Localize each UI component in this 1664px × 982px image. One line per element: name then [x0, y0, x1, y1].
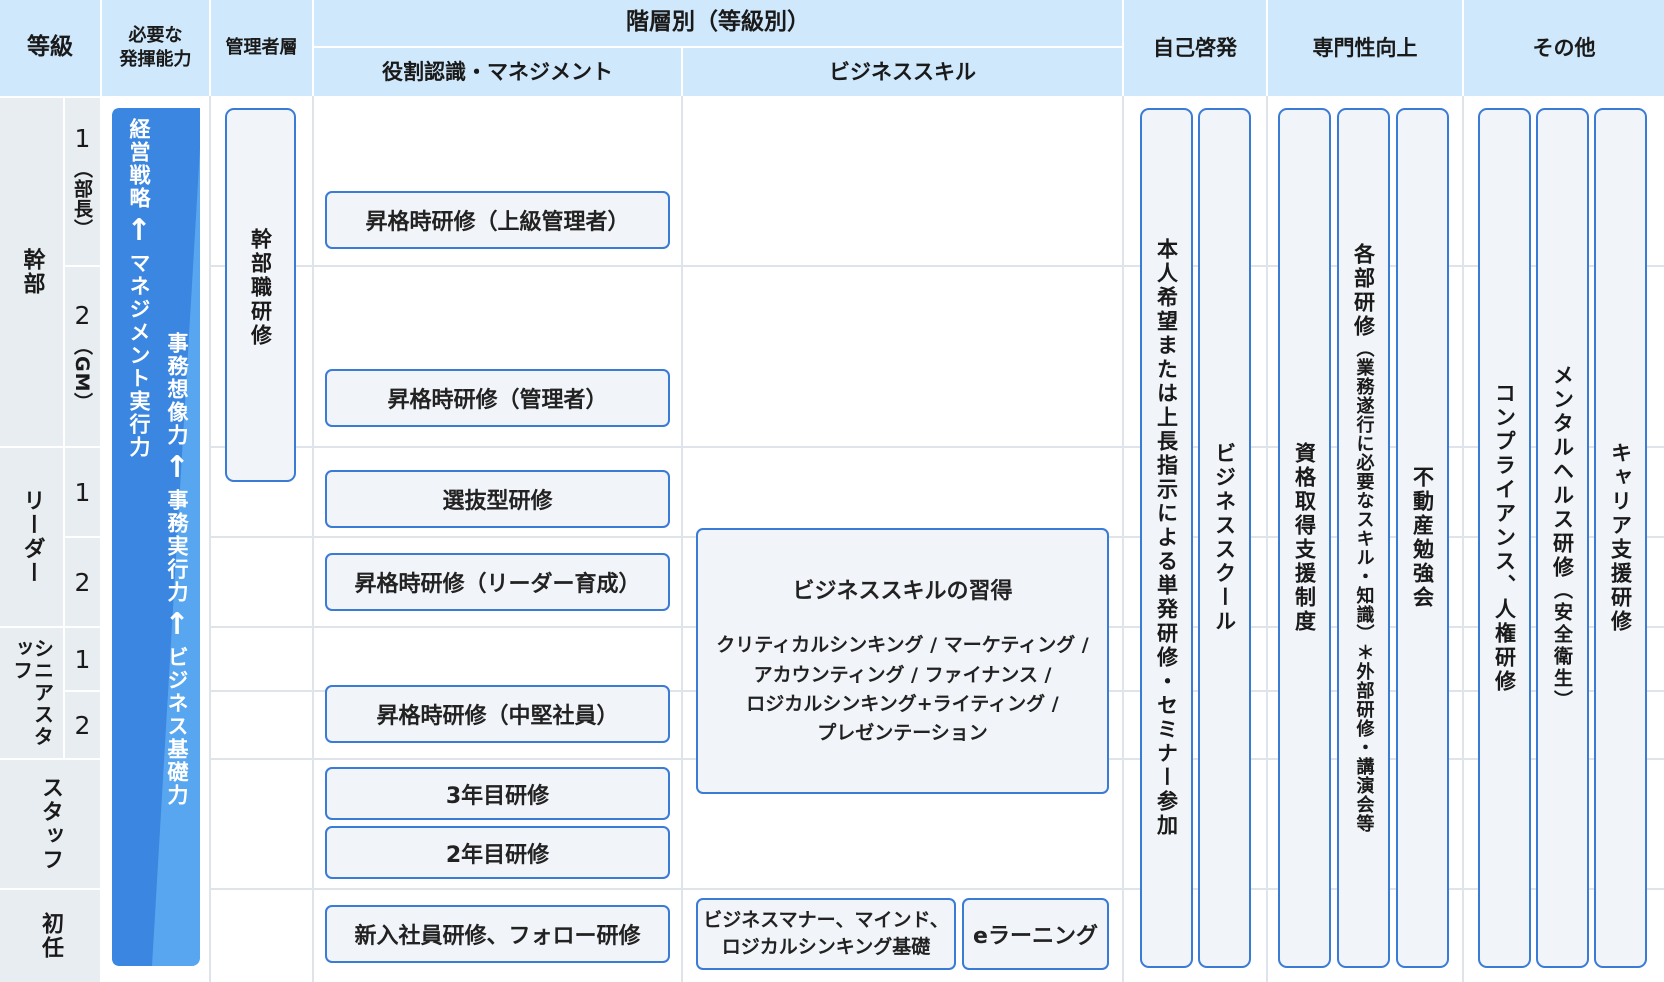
grade-kanbu-2: 2 （GM） — [65, 267, 100, 446]
bizskill-line-3: ロジカルシンキング+ライティング / — [746, 693, 1059, 715]
arrow-up-icon: ↑ — [164, 450, 190, 485]
ability-management: マネジメント実行力 — [127, 252, 151, 459]
header-specialty: 専門性向上 — [1268, 0, 1462, 96]
grade-kanbu: 幹部 — [0, 98, 63, 446]
training-year3: 3年目研修 — [325, 767, 670, 820]
other-compliance-box: コンプライアンス、人権研修 — [1478, 108, 1531, 968]
header-mgmt-layer: 管理者層 — [211, 0, 312, 96]
header-other: その他 — [1464, 0, 1664, 96]
specialty-qualification-box: 資格取得支援制度 — [1278, 108, 1331, 968]
grade-leader-2: 2 — [65, 538, 100, 626]
grade-leader-1: 1 — [65, 448, 100, 536]
grade-leader: リーダー — [0, 448, 63, 626]
grade-kanbu-1: 1 （部長） — [65, 98, 100, 265]
selfdev-bizschool-box: ビジネススクール — [1198, 108, 1251, 968]
training-newhire: 新入社員研修、フォロー研修 — [325, 905, 670, 963]
header-role: 役割認識・マネジメント — [314, 48, 681, 96]
ability-execution: 事務実行力 — [165, 489, 189, 604]
mental-health-title: メンタルヘルス研修 — [1550, 364, 1575, 580]
grade-senior-2: 2 — [65, 692, 100, 758]
header-selfdev: 自己啓発 — [1124, 0, 1266, 96]
specialty-dept-training-box: 各部研修 （業務遂行に必要なスキル・知識）＊外部研修・講演会等 — [1337, 108, 1390, 968]
dept-training-sub: （業務遂行に必要なスキル・知識）＊外部研修・講演会等 — [1353, 339, 1375, 833]
bizskill-line-1: クリティカルシンキング / マーケティング / — [716, 634, 1089, 657]
ability-bar — [112, 108, 200, 966]
header-bizskill: ビジネススキル — [683, 48, 1122, 96]
ability-basic: ビジネス基礎力 — [165, 646, 189, 807]
ability-strategy: 経営戦略 — [127, 118, 151, 210]
bizmanner-line-1: ビジネスマナー、マインド、 — [703, 909, 949, 932]
other-career-box: キャリア支援研修 — [1594, 108, 1647, 968]
training-year2: 2年目研修 — [325, 826, 670, 879]
bizmanner-line-2: ロジカルシンキング基礎 — [721, 936, 931, 958]
training-selective: 選抜型研修 — [325, 470, 670, 528]
bizskill-line-4: プレゼンテーション — [817, 722, 988, 745]
training-senior-manager: 昇格時研修（上級管理者） — [325, 191, 670, 249]
mental-health-sub: （安全衛生） — [1551, 580, 1573, 712]
training-leader: 昇格時研修（リーダー育成） — [325, 553, 670, 611]
training-mid: 昇格時研修（中堅社員） — [325, 685, 670, 743]
selfdev-seminar-box: 本人希望または上長指示による単発研修・セミナー参加 — [1140, 108, 1193, 968]
header-grade: 等級 — [0, 0, 100, 96]
arrow-up-icon: ↑ — [126, 213, 152, 248]
grade-senior-1: 1 — [65, 628, 100, 690]
mgmt-training-box: 幹部職研修 — [225, 108, 296, 482]
elearning-box: eラーニング — [962, 898, 1109, 970]
arrow-up-icon: ↑ — [164, 607, 190, 642]
ability-col1: 経営戦略 ↑ マネジメント実行力 — [120, 118, 158, 558]
grade-senior: シニアスタッフ — [0, 628, 63, 758]
bizmanner-box: ビジネスマナー、マインド、 ロジカルシンキング基礎 — [696, 898, 956, 970]
bizskill-box: ビジネススキルの習得 クリティカルシンキング / マーケティング / アカウンテ… — [696, 528, 1109, 794]
header-ability: 必要な 発揮能力 — [102, 0, 209, 96]
bizskill-title: ビジネススキルの習得 — [792, 579, 1013, 605]
ability-col2: 事務想像力 ↑ 事務実行力 ↑ ビジネス基礎力 — [158, 332, 196, 952]
specialty-realestate-box: 不動産勉強会 — [1396, 108, 1449, 968]
header-hierarchy: 階層別（等級別） — [314, 0, 1122, 46]
other-mental-health-box: メンタルヘルス研修 （安全衛生） — [1536, 108, 1589, 968]
dept-training-title: 各部研修 — [1351, 243, 1376, 339]
training-manager: 昇格時研修（管理者） — [325, 369, 670, 427]
grade-shonin: 初任 — [0, 890, 100, 982]
ability-imagination: 事務想像力 — [165, 332, 189, 447]
bizskill-line-2: アカウンティング / ファイナンス / — [753, 663, 1052, 686]
grade-staff: スタッフ — [0, 760, 100, 888]
